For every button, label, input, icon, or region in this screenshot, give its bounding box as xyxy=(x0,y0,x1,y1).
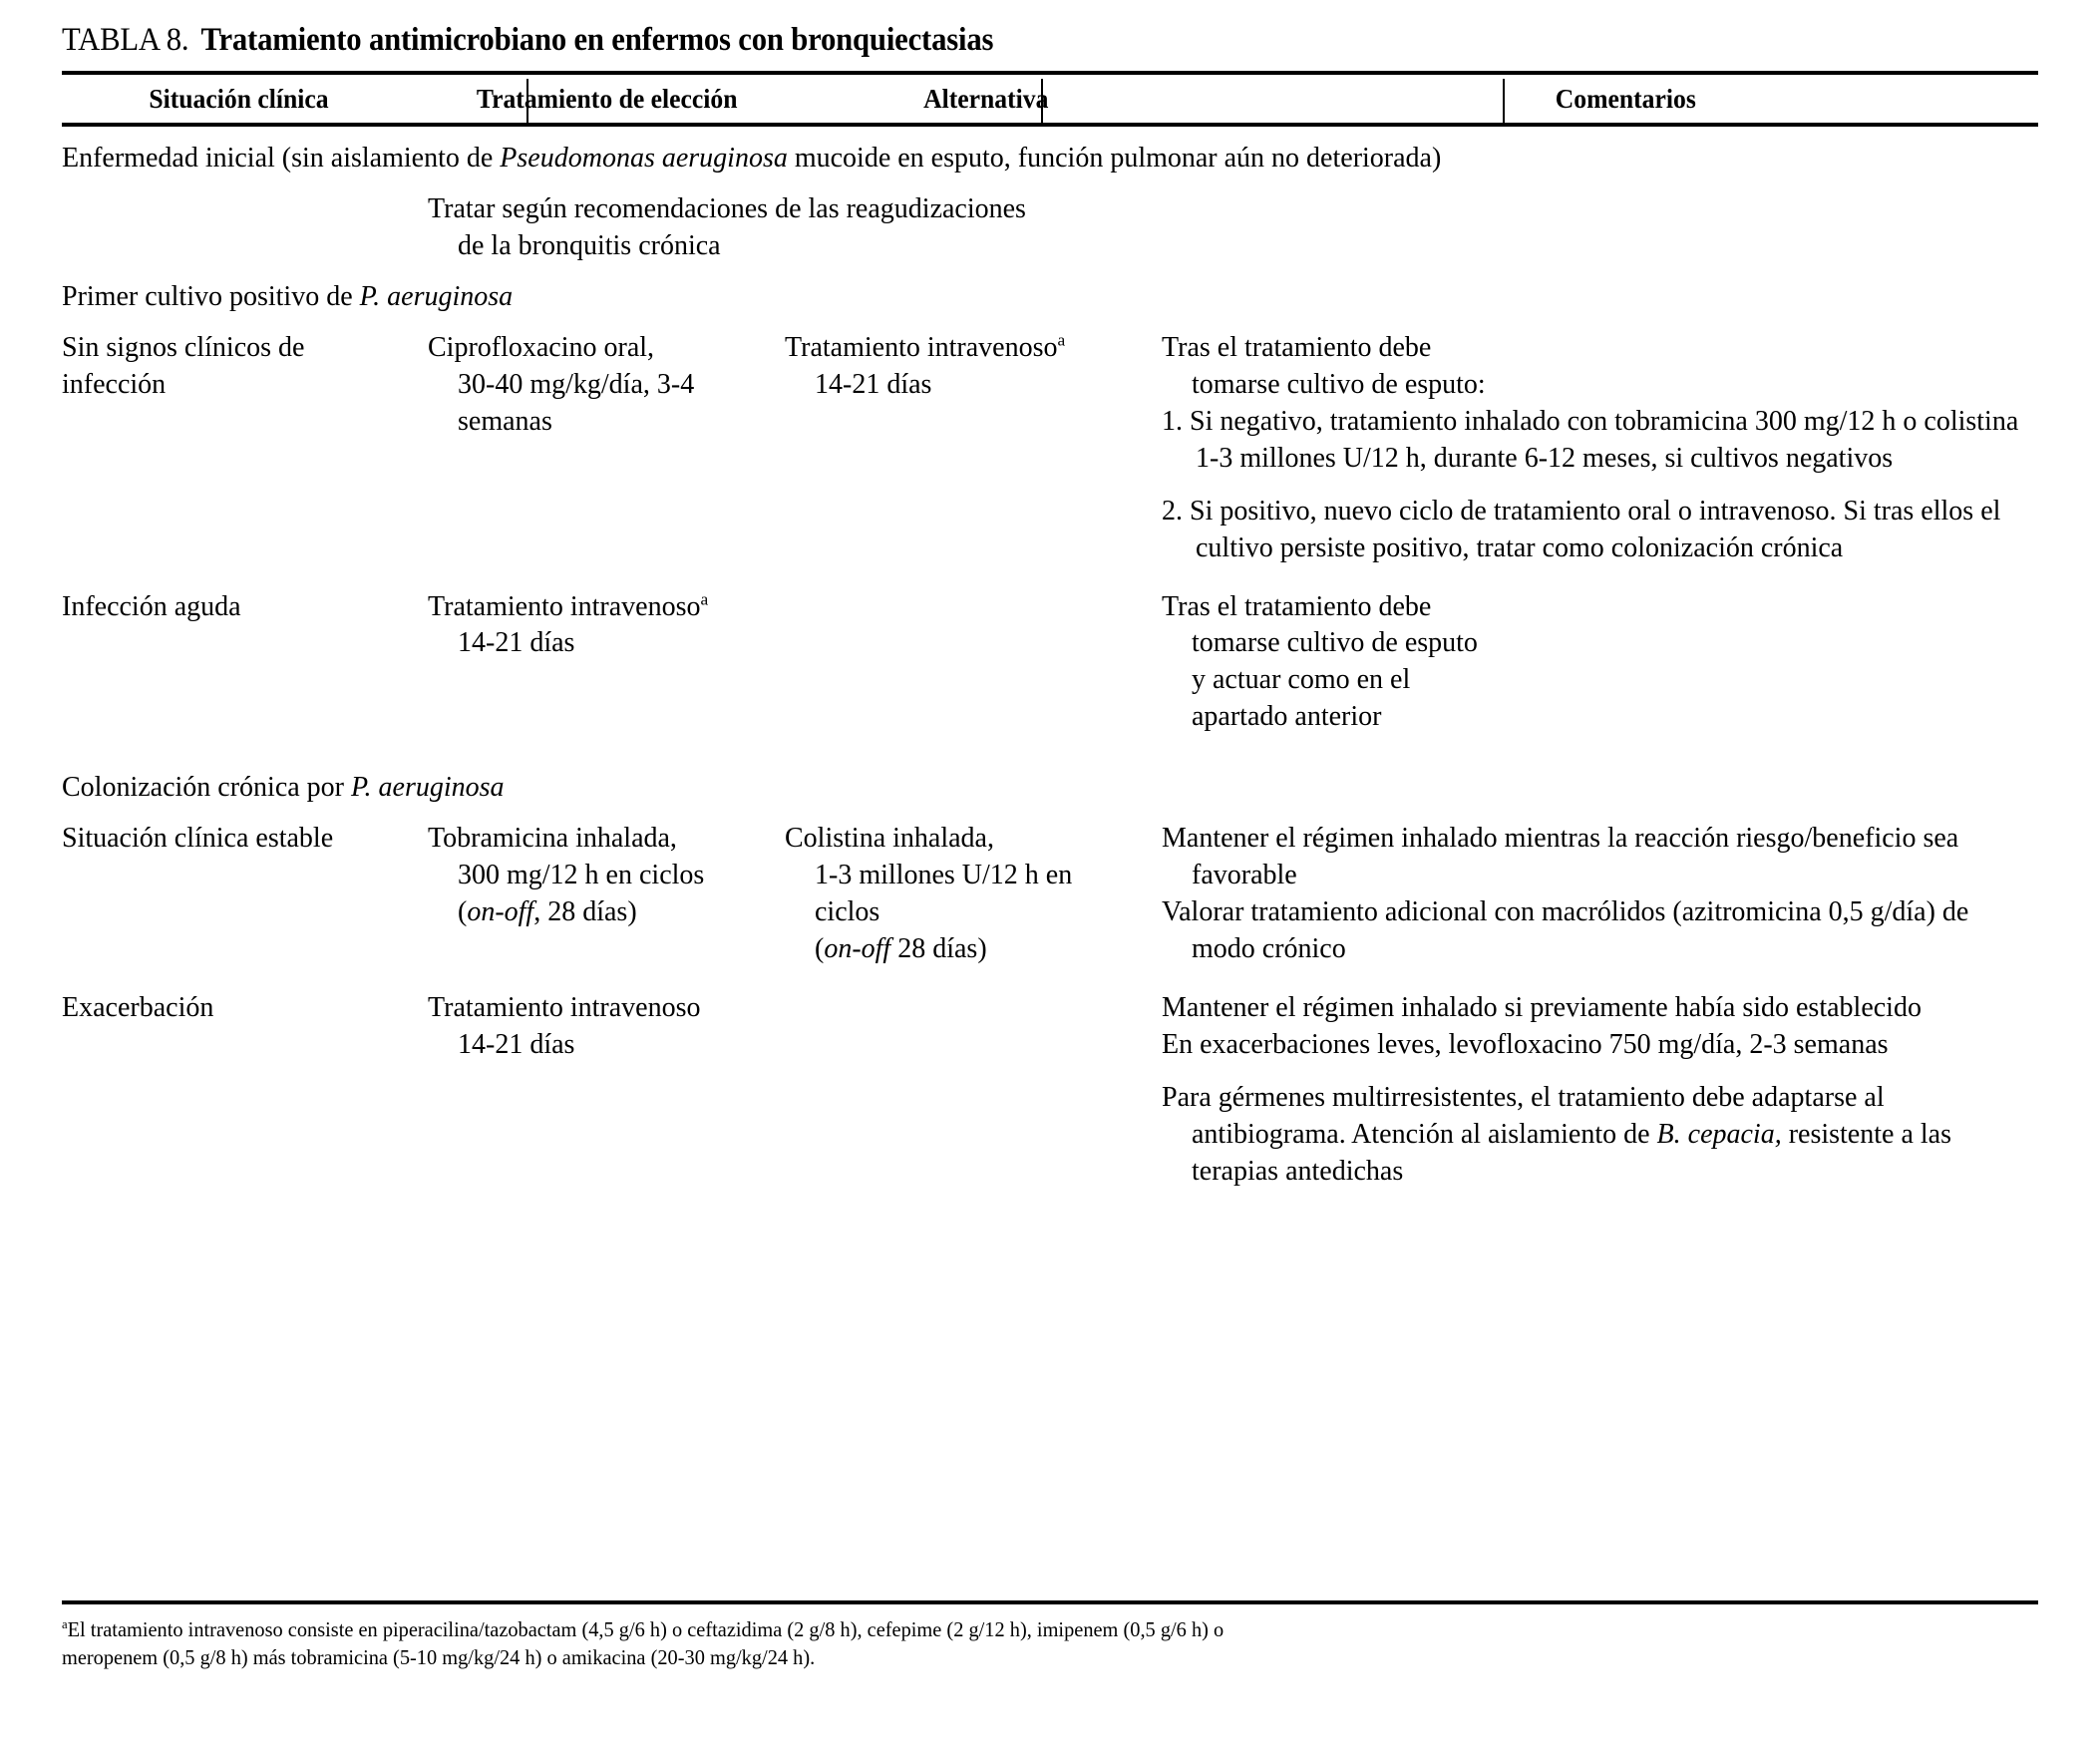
cell-comentarios-sin-signos: Tras el tratamiento debe tomarse cultivo… xyxy=(1154,330,2038,567)
header-divider-1 xyxy=(526,79,528,123)
tratamiento-line-1: Tratamiento intravenosoa xyxy=(428,589,765,626)
cell-tratamiento-estable: Tobramicina inhalada, 300 mg/12 h en cic… xyxy=(416,821,775,931)
table-title-text: Tratamiento antimicrobiano en enfermos c… xyxy=(200,22,994,58)
tratamiento-text: Tratamiento intravenoso xyxy=(428,590,701,622)
column-header-comentarios: Comentarios xyxy=(1555,83,1696,114)
column-header-alternativa: Alternativa xyxy=(923,83,1049,114)
header-divider-2 xyxy=(1041,79,1043,123)
tratamiento-line-1: Tratamiento intravenoso xyxy=(428,992,701,1024)
comentario-item-1: 1. Si negativo, tratamiento inhalado con… xyxy=(1162,405,2019,474)
section2-heading-part1: Primer cultivo positivo de xyxy=(62,280,360,312)
comentario-3-italic: B. cepacia, xyxy=(1656,1118,1782,1150)
comentario-line-2: tomarse cultivo de esputo xyxy=(1192,627,1478,659)
cell-situacion-sin-signos: Sin signos clínicos de infección xyxy=(62,331,305,400)
comentario-intro-line-2: tomarse cultivo de esputo: xyxy=(1192,368,1486,400)
header-bottom-rule xyxy=(62,123,2038,127)
section-heading-italic: Pseudomonas aeruginosa xyxy=(500,143,788,174)
table-row-sin-signos: Sin signos clínicos de infección Ciprofl… xyxy=(62,330,2038,567)
cell-tratamiento-infeccion-aguda: Tratamiento intravenosoa 14-21 días xyxy=(416,589,775,663)
alternativa-line-1: Colistina inhalada, xyxy=(785,823,994,855)
on-off-rest: 28 días) xyxy=(890,933,987,965)
alternativa-line-2: 1-3 millones U/12 h en ciclos xyxy=(815,860,1073,928)
alternativa-line-2: 14-21 días xyxy=(815,368,932,400)
section-heading-part1: Enfermedad inicial (sin aislamiento de xyxy=(62,143,501,174)
cell-comentarios-estable: Mantener el régimen inhalado mientras la… xyxy=(1154,821,2038,968)
comentario-3-part1: Para gérmenes multirresistentes, el trat… xyxy=(1162,1082,1885,1150)
section3-heading-part1: Colonización crónica por xyxy=(62,772,352,804)
comentario-2: En exacerbaciones leves, levofloxacino 7… xyxy=(1162,1029,1889,1061)
comentario-intro-line-1: Tras el tratamiento debe xyxy=(1162,331,1432,363)
tratamiento-line-1: Tobramicina inhalada, xyxy=(428,823,677,855)
section3-heading-italic: P. aeruginosa xyxy=(351,772,505,804)
bottom-rule-wrap: aEl tratamiento intravenoso consiste en … xyxy=(62,1599,2038,1671)
on-off-italic: on-off xyxy=(824,933,891,965)
section-heading-enfermedad-inicial: Enfermedad inicial (sin aislamiento de P… xyxy=(62,141,2038,177)
footnote-marker-a: a xyxy=(62,1615,68,1631)
section2-heading-italic: P. aeruginosa xyxy=(359,280,514,312)
table-number-label: TABLA 8. xyxy=(62,22,189,58)
table-body: Enfermedad inicial (sin aislamiento de P… xyxy=(62,127,2038,1191)
comentario-3: Para gérmenes multirresistentes, el trat… xyxy=(1162,1080,2028,1191)
tratamiento-line-2: 14-21 días xyxy=(458,1029,575,1061)
top-rule xyxy=(62,71,2038,75)
comentario-1: Mantener el régimen inhalado mientras la… xyxy=(1162,823,1959,891)
tratamiento-line-2: 300 mg/12 h en ciclos xyxy=(458,860,705,891)
section-heading-colonizacion-cronica: Colonización crónica por P. aeruginosa xyxy=(62,770,2038,807)
alternativa-line-1: Tratamiento intravenosoa xyxy=(785,330,1144,367)
footnote-line-1: aEl tratamiento intravenoso consiste en … xyxy=(62,1615,1979,1643)
tratamiento-line-2: 30-40 mg/kg/día, 3-4 semanas xyxy=(458,368,695,437)
column-header-situacion: Situación clínica xyxy=(149,83,329,114)
comentario-1: Mantener el régimen inhalado si previame… xyxy=(1162,992,1922,1024)
cell-comentarios-infeccion-aguda: Tras el tratamiento debe tomarse cultivo… xyxy=(1154,589,2038,737)
section-heading-part2: mucoide en esputo, función pulmonar aún … xyxy=(787,143,1442,174)
cell-comentarios-exacerbacion: Mantener el régimen inhalado si previame… xyxy=(1154,990,2038,1191)
cell-alternativa-estable: Colistina inhalada, 1-3 millones U/12 h … xyxy=(775,821,1154,968)
cell-situacion-exacerbacion: Exacerbación xyxy=(62,992,214,1024)
bottom-rule xyxy=(62,1599,2038,1604)
comentario-line-1: Tras el tratamiento debe xyxy=(1162,590,1432,622)
column-header-tratamiento: Tratamiento de elección xyxy=(476,83,738,114)
footnote-text-1: El tratamiento intravenoso consiste en p… xyxy=(67,1616,1225,1641)
table-footnote: aEl tratamiento intravenoso consiste en … xyxy=(62,1615,1979,1671)
table-row-infeccion-aguda: Infección aguda Tratamiento intravenosoa… xyxy=(62,589,2038,737)
cell-tratamiento-exacerbacion: Tratamiento intravenoso 14-21 días xyxy=(416,990,775,1064)
table-row-enfermedad-inicial: Tratar según recomendaciones de las reag… xyxy=(62,191,2038,265)
cell-tratamiento-enfermedad-inicial: Tratar según recomendaciones de las reag… xyxy=(416,191,1413,265)
tratamiento-line-3: (on-off, 28 días) xyxy=(458,896,637,928)
comentario-item-2: 2. Si positivo, nuevo ciclo de tratamien… xyxy=(1162,495,2001,563)
cell-situacion-estable: Situación clínica estable xyxy=(62,823,334,855)
cell-situacion-infeccion-aguda: Infección aguda xyxy=(62,590,241,622)
table-row-situacion-estable: Situación clínica estable Tobramicina in… xyxy=(62,821,2038,968)
footnote-marker-a: a xyxy=(700,589,709,609)
footnote-line-2: meropenem (0,5 g/8 h) más tobramicina (5… xyxy=(62,1644,816,1669)
tratamiento-line-1: Tratar según recomendaciones de las reag… xyxy=(428,192,1026,224)
comentario-line-3: y actuar como en el xyxy=(1192,664,1411,696)
comentario-line-4: apartado anterior xyxy=(1192,701,1382,733)
alternativa-text: Tratamiento intravenoso xyxy=(785,331,1058,363)
footnote-marker-a: a xyxy=(1057,330,1066,350)
header-divider-3 xyxy=(1503,79,1505,123)
on-off-italic: on-off xyxy=(467,896,534,928)
tratamiento-line-2: de la bronquitis crónica xyxy=(458,229,721,261)
table-row-exacerbacion: Exacerbación Tratamiento intravenoso 14-… xyxy=(62,990,2038,1191)
section-heading-primer-cultivo: Primer cultivo positivo de P. aeruginosa xyxy=(62,279,2038,316)
tratamiento-line-2: 14-21 días xyxy=(458,627,575,659)
cell-tratamiento-sin-signos: Ciprofloxacino oral, 30-40 mg/kg/día, 3-… xyxy=(416,330,775,441)
on-off-rest: , 28 días) xyxy=(533,896,637,928)
cell-alternativa-sin-signos: Tratamiento intravenosoa 14-21 días xyxy=(775,330,1154,404)
table-header-row: Situación clínica Tratamiento de elecció… xyxy=(62,75,2038,123)
comentario-3-part2: resistente a las terapias antedichas xyxy=(1192,1118,1951,1187)
comentario-2: Valorar tratamiento adicional con macról… xyxy=(1162,896,1969,965)
alternativa-line-3: (on-off 28 días) xyxy=(815,933,987,965)
table-title: TABLA 8. Tratamiento antimicrobiano en e… xyxy=(62,22,1900,59)
tratamiento-line-1: Ciprofloxacino oral, xyxy=(428,331,655,363)
